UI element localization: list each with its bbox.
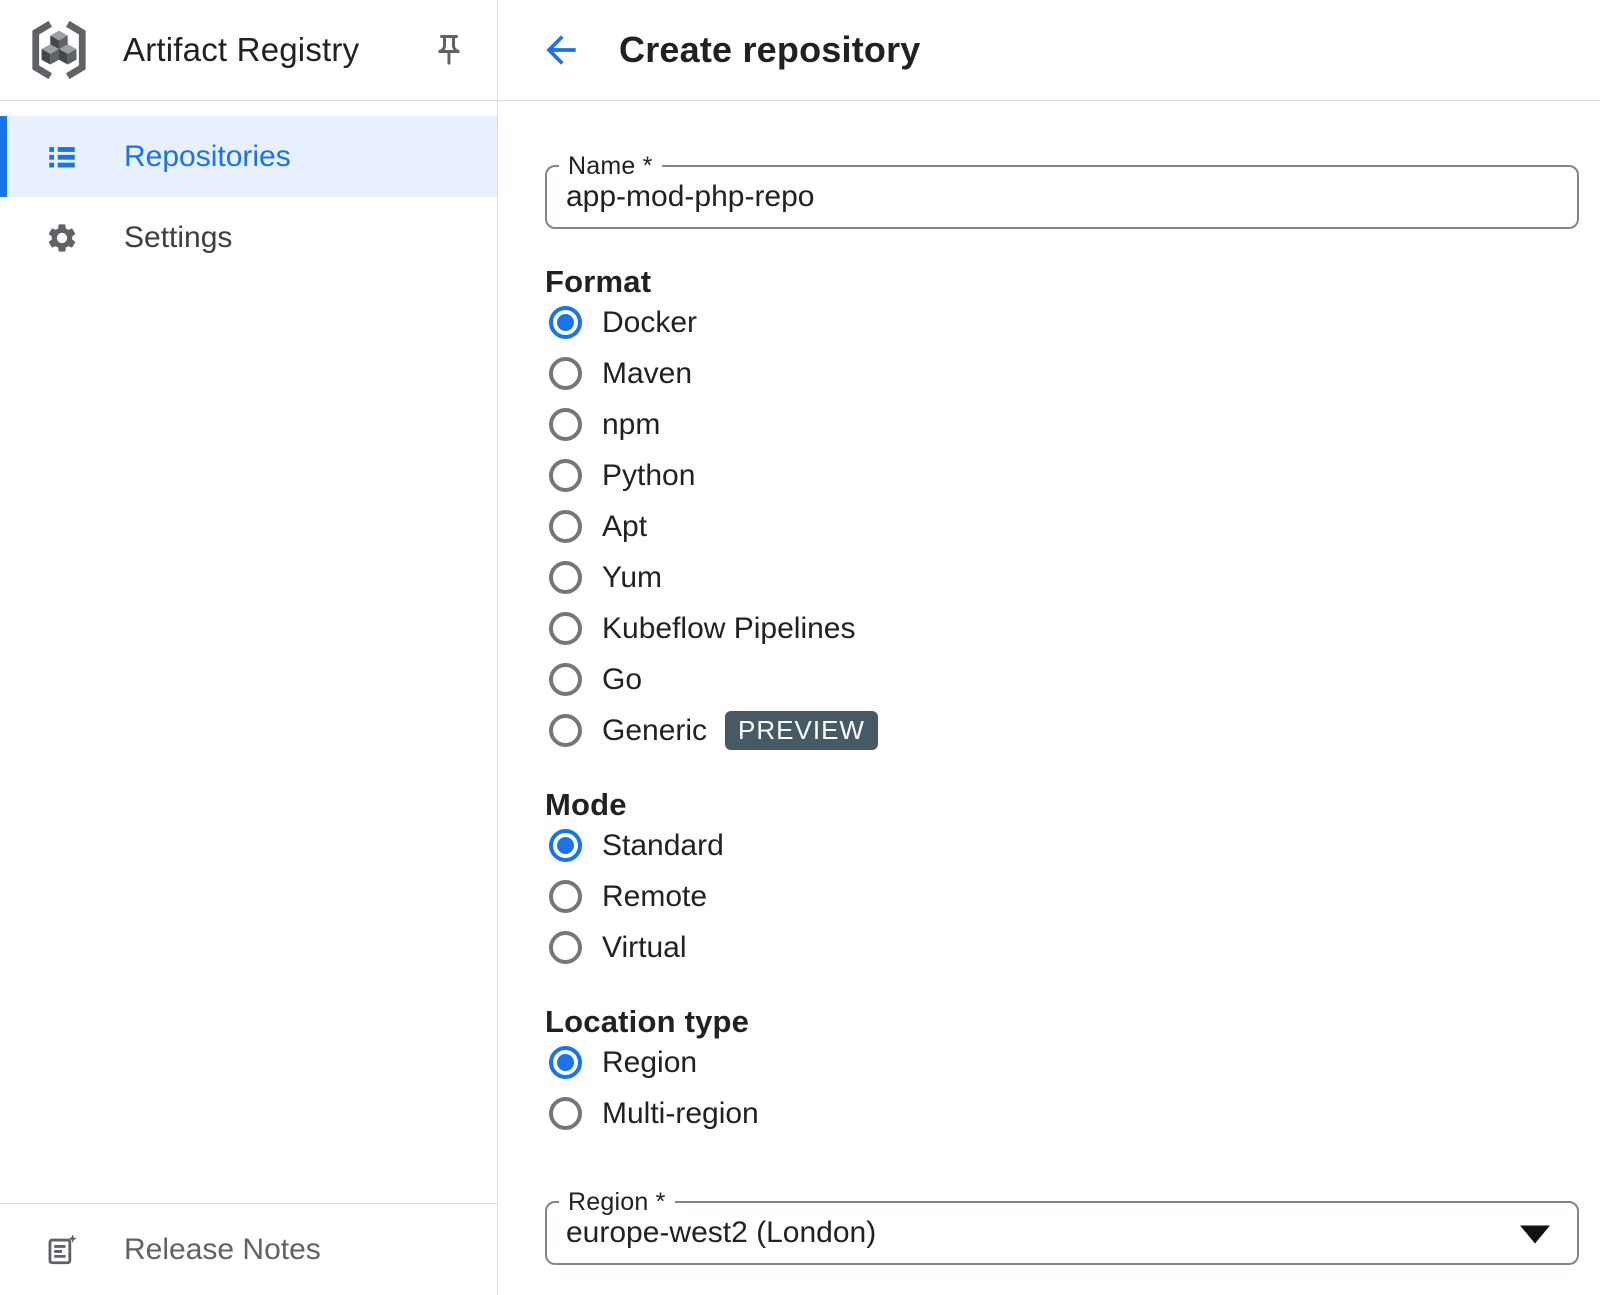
radio-label: Virtual	[602, 930, 687, 964]
mode-option-standard[interactable]: Standard	[545, 820, 1600, 871]
location_type-option-region[interactable]: Region	[545, 1037, 1600, 1088]
radio-icon[interactable]	[549, 561, 582, 594]
release-notes-label: Release Notes	[124, 1232, 321, 1266]
sidebar-footer: Release Notes	[0, 1203, 497, 1295]
format-option-python[interactable]: Python	[545, 450, 1600, 501]
page-header: Create repository	[498, 0, 1600, 101]
radio-label: npm	[602, 407, 661, 441]
arrow-back-icon	[546, 35, 576, 65]
region-field-wrap: Region * europe-west2 (London)	[545, 1188, 1600, 1265]
artifact-registry-logo-icon	[32, 20, 86, 80]
radio-label: Region	[602, 1045, 698, 1079]
radio-label: Multi-region	[602, 1096, 759, 1130]
release-notes-icon	[48, 1233, 77, 1264]
release-notes-link[interactable]: Release Notes	[0, 1204, 497, 1295]
radio-label: Docker	[602, 305, 698, 339]
dropdown-arrow-icon[interactable]	[1520, 1225, 1550, 1244]
radio-label: Python	[602, 458, 696, 492]
radio-label: Apt	[602, 509, 648, 543]
radio-label: Go	[602, 662, 643, 696]
page-title: Create repository	[619, 29, 921, 70]
format-option-maven[interactable]: Maven	[545, 348, 1600, 399]
radio-label: Maven	[602, 356, 693, 390]
radio-icon[interactable]	[549, 459, 582, 492]
mode-heading: Mode	[545, 787, 627, 822]
format-option-generic[interactable]: Generic PREVIEW	[545, 705, 1600, 756]
format-option-go[interactable]: Go	[545, 654, 1600, 705]
format-heading: Format	[545, 264, 652, 299]
radio-icon[interactable]	[549, 408, 582, 441]
radio-label: Yum	[602, 560, 663, 594]
radio-label: Generic	[602, 713, 708, 747]
sidebar-header: Artifact Registry	[0, 0, 497, 101]
pin-icon[interactable]	[427, 28, 471, 72]
radio-label: Kubeflow Pipelines	[602, 611, 856, 645]
radio-selected-icon[interactable]	[549, 829, 582, 862]
location_type-option-multi-region[interactable]: Multi-region	[545, 1088, 1600, 1139]
format-option-apt[interactable]: Apt	[545, 501, 1600, 552]
mode-option-remote[interactable]: Remote	[545, 871, 1600, 922]
radio-label: Remote	[602, 879, 708, 913]
radio-icon[interactable]	[549, 931, 582, 964]
format-option-docker[interactable]: Docker	[545, 297, 1600, 348]
radio-icon[interactable]	[549, 714, 582, 747]
name-field[interactable]: Name *	[545, 152, 1579, 229]
mode-option-virtual[interactable]: Virtual	[545, 922, 1600, 973]
list-icon	[49, 146, 75, 167]
format-option-kubeflow-pipelines[interactable]: Kubeflow Pipelines	[545, 603, 1600, 654]
region-field-label: Region *	[559, 1188, 675, 1216]
sidebar-nav: Repositories Settings	[0, 101, 497, 278]
region-select[interactable]: Region * europe-west2 (London)	[545, 1188, 1579, 1265]
back-button[interactable]	[537, 26, 585, 74]
radio-icon[interactable]	[549, 510, 582, 543]
radio-selected-icon[interactable]	[549, 306, 582, 339]
gear-icon	[48, 223, 76, 252]
product-title: Artifact Registry	[123, 31, 360, 68]
radio-icon[interactable]	[549, 880, 582, 913]
sidebar-item-repositories[interactable]: Repositories	[0, 116, 497, 197]
sidebar-item-label: Repositories	[124, 139, 291, 173]
name-field-label: Name *	[559, 152, 662, 180]
sidebar-item-settings[interactable]: Settings	[0, 197, 497, 278]
radio-label: Standard	[602, 828, 724, 862]
preview-badge: PREVIEW	[725, 711, 878, 750]
sidebar-item-label: Settings	[124, 220, 233, 254]
radio-icon[interactable]	[549, 357, 582, 390]
radio-icon[interactable]	[549, 663, 582, 696]
radio-icon[interactable]	[549, 612, 582, 645]
format-option-yum[interactable]: Yum	[545, 552, 1600, 603]
name-input[interactable]	[547, 167, 1577, 227]
sidebar: Artifact Registry Repositories	[0, 0, 498, 1295]
region-selected-value: europe-west2 (London)	[566, 1216, 877, 1249]
location-type-heading: Location type	[545, 1004, 750, 1039]
format-option-npm[interactable]: npm	[545, 399, 1600, 450]
radio-selected-icon[interactable]	[549, 1046, 582, 1079]
radio-icon[interactable]	[549, 1097, 582, 1130]
main-panel: Create repository Name * Format DockerMa…	[498, 0, 1600, 1295]
